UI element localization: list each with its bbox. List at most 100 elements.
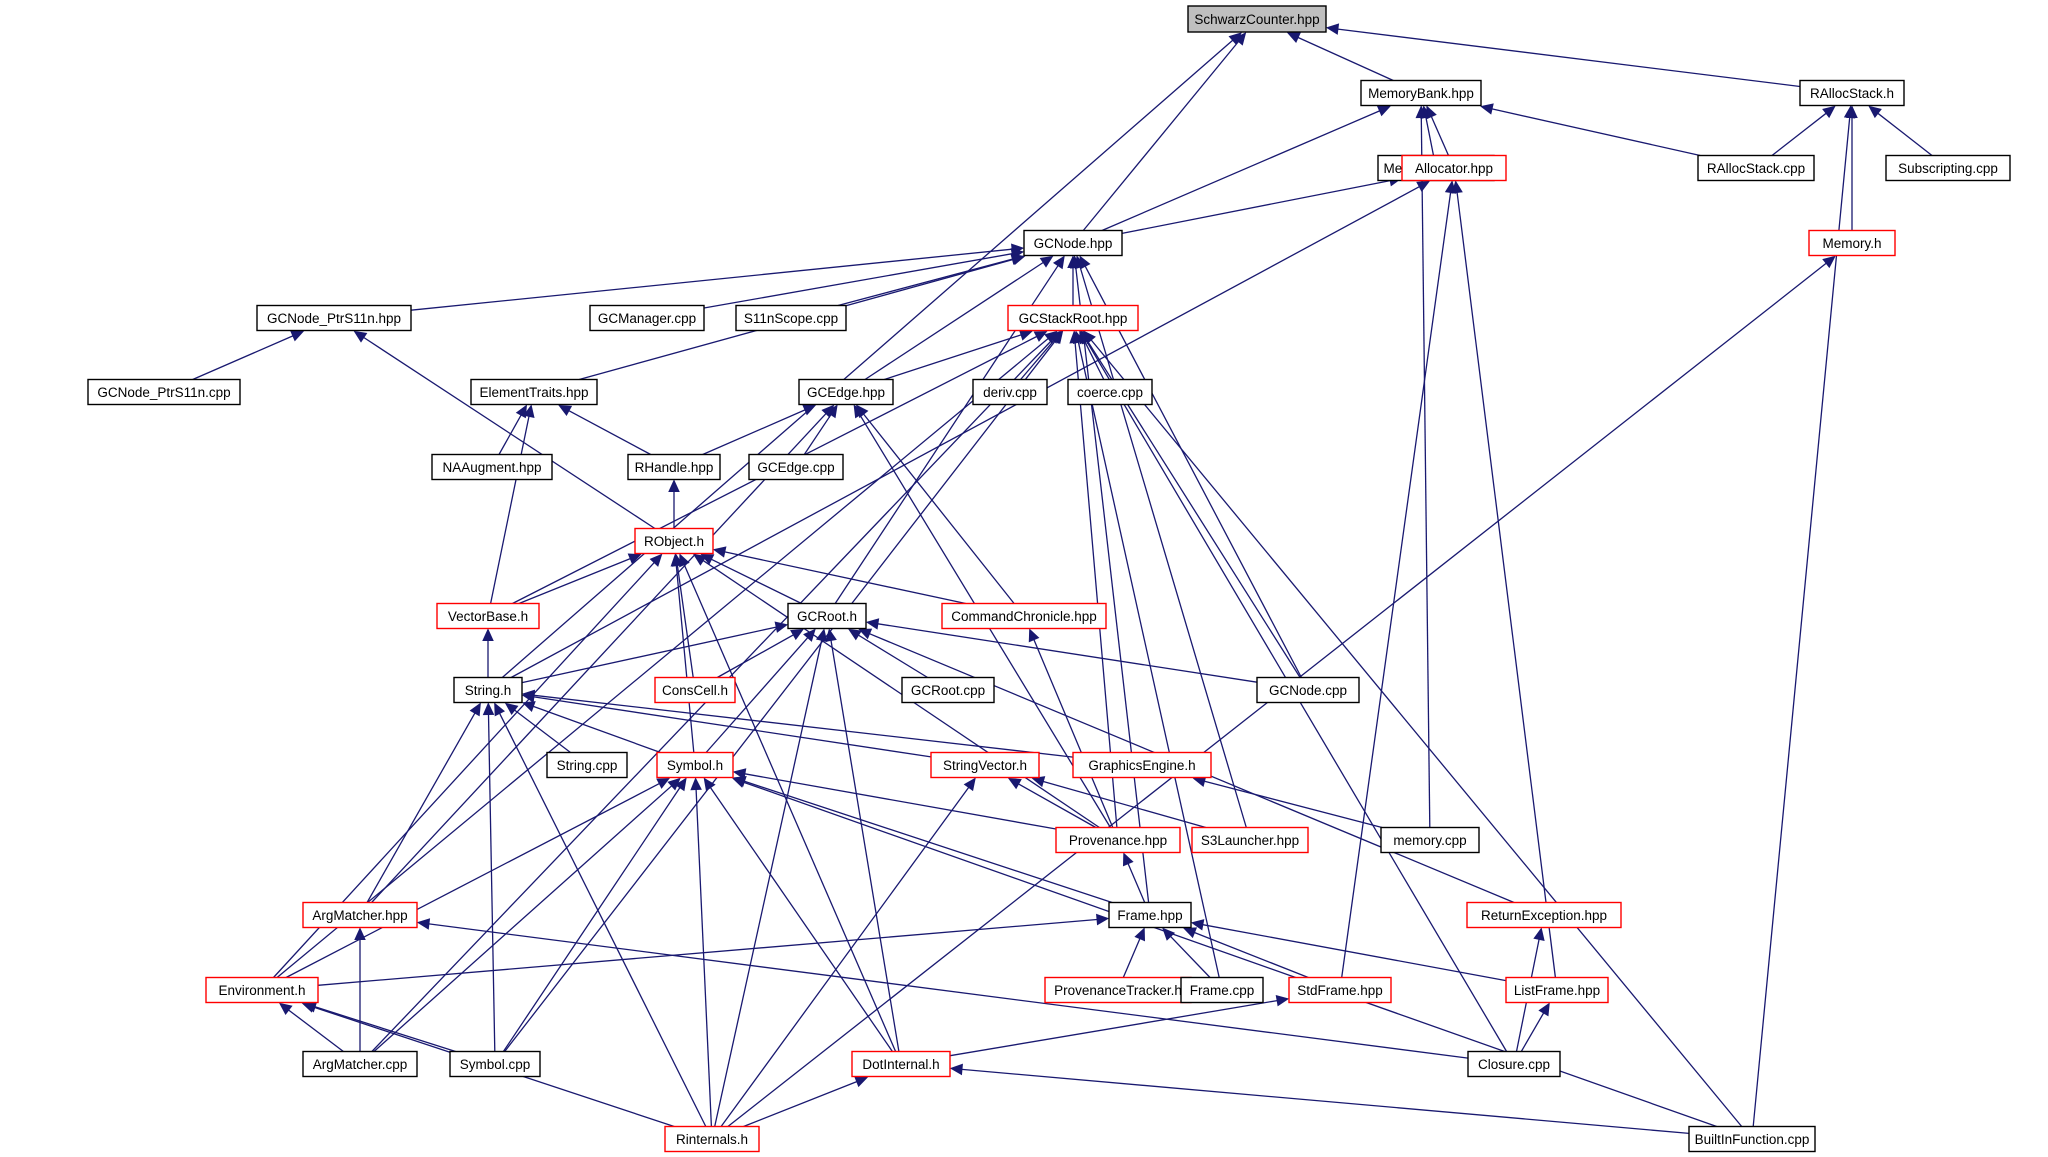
edge-symbol-h-to-gcroot: [705, 628, 816, 753]
node-symbol-cpp[interactable]: Symbol.cpp: [449, 1050, 541, 1078]
node-rhandle[interactable]: RHandle.hpp: [627, 453, 721, 481]
edge-arg-matcher-cpp-to-environment: [278, 1002, 344, 1053]
edge-frame-cpp-to-frame: [1162, 927, 1211, 978]
node-vector-base[interactable]: VectorBase.h: [436, 602, 540, 630]
node-label: GCNode.cpp: [1269, 683, 1347, 698]
node-symbol-h[interactable]: Symbol.h: [656, 751, 734, 779]
node-list-frame[interactable]: ListFrame.hpp: [1505, 976, 1609, 1004]
node-label: NAAugment.hpp: [442, 460, 541, 475]
node-deriv-cpp[interactable]: deriv.cpp: [972, 378, 1048, 406]
node-label: SchwarzCounter.hpp: [1194, 12, 1319, 27]
node-box: [1055, 826, 1181, 854]
edge-command-chronicle-to-robject: [712, 546, 966, 605]
node-graphics-engine[interactable]: GraphicsEngine.h: [1072, 751, 1212, 779]
node-return-exception[interactable]: ReturnException.hpp: [1466, 901, 1622, 929]
node-gcstack-root[interactable]: GCStackRoot.hpp: [1007, 304, 1139, 332]
node-built-in-function-cpp[interactable]: BuiltInFunction.cpp: [1688, 1125, 1816, 1153]
node-label: GCEdge.cpp: [757, 460, 834, 475]
node-label: VectorBase.h: [448, 609, 528, 624]
node-coerce-cpp[interactable]: coerce.cpp: [1067, 378, 1153, 406]
node-memory-cpp[interactable]: memory.cpp: [1380, 826, 1480, 854]
node-box: [256, 304, 412, 332]
node-gcnode-cpp[interactable]: GCNode.cpp: [1256, 676, 1360, 704]
node-label: ArgMatcher.hpp: [312, 908, 407, 923]
node-box: [735, 304, 847, 332]
node-gcnode[interactable]: GCNode.hpp: [1023, 229, 1123, 257]
node-robject[interactable]: RObject.h: [634, 527, 714, 555]
node-provenance-tracker[interactable]: ProvenanceTracker.h: [1044, 976, 1192, 1004]
edge-arg-matcher-to-string-h: [366, 702, 481, 903]
node-schwarz-counter[interactable]: SchwarzCounter.hpp: [1187, 5, 1327, 33]
node-box: [1380, 826, 1480, 854]
node-box: [1180, 976, 1264, 1004]
node-environment[interactable]: Environment.h: [205, 976, 319, 1004]
node-naaugment[interactable]: NAAugment.hpp: [431, 453, 553, 481]
edge-rinternals-to-dot-internal: [743, 1076, 869, 1128]
edge-dot-internal-to-symbol-h: [703, 777, 893, 1052]
node-string-cpp[interactable]: String.cpp: [546, 751, 628, 779]
node-label: RObject.h: [644, 534, 704, 549]
node-gcedge-cpp[interactable]: GCEdge.cpp: [748, 453, 844, 481]
node-memory-bank[interactable]: MemoryBank.hpp: [1360, 79, 1482, 107]
edge-cons-cell-to-gcroot: [716, 628, 804, 679]
node-gcmanager-cpp[interactable]: GCManager.cpp: [589, 304, 705, 332]
edge-rinternals-to-string-vector: [720, 777, 976, 1127]
node-arg-matcher[interactable]: ArgMatcher.hpp: [302, 901, 418, 929]
edge-symbol-cpp-to-gcstack-root: [504, 330, 1064, 1052]
node-label: Subscripting.cpp: [1898, 161, 1998, 176]
node-gcedge[interactable]: GCEdge.hpp: [798, 378, 894, 406]
node-gcroot-cpp[interactable]: GCRoot.cpp: [901, 676, 995, 704]
edge-gcedge-to-gcnode: [864, 255, 1054, 381]
node-dot-internal[interactable]: DotInternal.h: [851, 1050, 951, 1078]
node-box: [1007, 304, 1139, 332]
node-string-h[interactable]: String.h: [453, 676, 523, 704]
node-box: [1885, 154, 2011, 182]
edge-dot-internal-to-gcroot: [825, 628, 900, 1052]
node-label: String.cpp: [557, 758, 618, 773]
node-label: GCStackRoot.hpp: [1019, 311, 1128, 326]
node-box: [1808, 229, 1896, 257]
edge-rhandle-to-gcedge: [702, 404, 817, 456]
node-arg-matcher-cpp[interactable]: ArgMatcher.cpp: [302, 1050, 418, 1078]
node-ralloc-stack-cpp[interactable]: RAllocStack.cpp: [1697, 154, 1815, 182]
edge-gcnode-to-memory-bank: [1101, 105, 1391, 232]
edge-dot-internal-to-std-frame: [949, 995, 1290, 1057]
node-rinternals[interactable]: Rinternals.h: [664, 1125, 760, 1153]
node-box: [941, 602, 1107, 630]
node-label: String.h: [465, 683, 512, 698]
edge-gcnode-ptr-s11n-cpp-to-gcnode-ptr-s11n: [192, 330, 305, 381]
node-ralloc-stack[interactable]: RAllocStack.h: [1799, 79, 1905, 107]
node-command-chronicle[interactable]: CommandChronicle.hpp: [941, 602, 1107, 630]
node-label: ReturnException.hpp: [1481, 908, 1607, 923]
node-box: [1360, 79, 1482, 107]
edge-list-frame-to-allocator: [1451, 180, 1557, 978]
node-frame-cpp[interactable]: Frame.cpp: [1180, 976, 1264, 1004]
node-allocator[interactable]: Allocator.hpp: [1401, 154, 1507, 182]
node-std-frame[interactable]: StdFrame.hpp: [1288, 976, 1392, 1004]
node-box: [1072, 751, 1212, 779]
node-s11n-scope-cpp[interactable]: S11nScope.cpp: [735, 304, 847, 332]
node-gcnode-ptr-s11n[interactable]: GCNode_PtrS11n.hpp: [256, 304, 412, 332]
node-string-vector[interactable]: StringVector.h: [930, 751, 1040, 779]
node-subscripting-cpp[interactable]: Subscripting.cpp: [1885, 154, 2011, 182]
edge-built-in-function-cpp-to-ralloc-stack: [1752, 105, 1856, 1127]
edge-allocator-to-memory-bank: [1426, 105, 1450, 156]
node-label: Symbol.cpp: [460, 1057, 531, 1072]
node-label: RAllocStack.cpp: [1707, 161, 1805, 176]
node-s3-launcher[interactable]: S3Launcher.hpp: [1191, 826, 1309, 854]
node-memory-h[interactable]: Memory.h: [1808, 229, 1896, 257]
edge-symbol-cpp-to-environment: [303, 1001, 456, 1053]
edge-string-h-to-schwarz-counter: [501, 32, 1242, 678]
node-gcroot[interactable]: GCRoot.h: [787, 602, 867, 630]
edge-provenance-to-symbol-h: [732, 768, 1057, 830]
node-label: GCNode_PtrS11n.cpp: [97, 385, 230, 400]
edge-command-chronicle-to-gcedge: [855, 404, 1015, 604]
node-provenance[interactable]: Provenance.hpp: [1055, 826, 1181, 854]
edge-environment-to-gcstack-root: [276, 330, 1058, 979]
node-label: CommandChronicle.hpp: [951, 609, 1097, 624]
node-frame[interactable]: Frame.hpp: [1108, 901, 1192, 929]
node-closure-cpp[interactable]: Closure.cpp: [1467, 1050, 1561, 1078]
node-gcnode-ptr-s11n-cpp[interactable]: GCNode_PtrS11n.cpp: [87, 378, 241, 406]
node-element-traits[interactable]: ElementTraits.hpp: [470, 378, 598, 406]
node-cons-cell[interactable]: ConsCell.h: [654, 676, 736, 704]
